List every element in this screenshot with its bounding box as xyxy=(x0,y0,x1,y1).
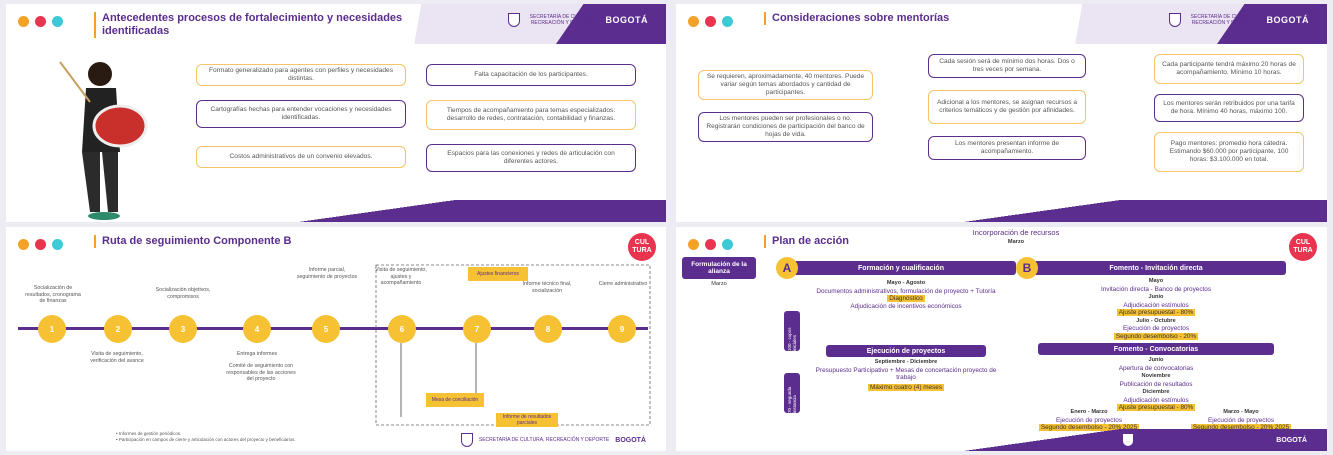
step-8: 8 xyxy=(534,315,562,343)
box-costos: Costos administrativos de un convenio el… xyxy=(196,146,406,168)
box-cartografias: Cartografías hechas para entender vocaci… xyxy=(196,100,406,128)
shield-icon xyxy=(1168,13,1181,27)
header-b: Fomento - Invitación directa xyxy=(1026,261,1286,275)
decor-dots xyxy=(688,16,733,27)
flow-connectors xyxy=(375,264,651,426)
decor-dots xyxy=(18,16,63,27)
shield-icon xyxy=(1121,433,1134,447)
yellow-box: Ajustes financieros xyxy=(468,267,528,281)
mentor-box: Los mentores pueden ser profesionales o … xyxy=(698,112,873,142)
yellow-box: Informe de resultados parciales xyxy=(496,413,558,427)
step-2: 2 xyxy=(104,315,132,343)
note-bottom: Visita de seguimiento, verificación del … xyxy=(90,351,144,364)
cultura-badge: CUL TURA xyxy=(628,233,656,261)
left-month: Marzo xyxy=(711,281,727,287)
col-a: Mayo - Agosto Documentos administrativos… xyxy=(816,280,996,310)
mentor-box: Cada participante tendrá máximo 20 horas… xyxy=(1154,54,1304,84)
note-bottom: Entrega informes xyxy=(236,351,278,357)
slide-title: Antecedentes procesos de fortalecimiento… xyxy=(94,12,424,38)
shield-icon xyxy=(460,433,473,447)
col-a2: Septiembre - Diciembre Presupuesto Parti… xyxy=(815,359,997,391)
note-top: Visita de seguimiento, ajustes y acompañ… xyxy=(375,267,427,286)
step-5: 5 xyxy=(312,315,340,343)
step-6: 6 xyxy=(388,315,416,343)
step-9: 9 xyxy=(608,315,636,343)
note-top: Informe parcial, seguimiento de proyecto… xyxy=(296,267,358,280)
col-b2: Junio Apertura de convocatorias Noviembr… xyxy=(1116,357,1196,411)
subheader-a: Ejecución de proyectos xyxy=(826,345,986,357)
note-top: Informe técnico final, socialización xyxy=(522,281,572,294)
header-a: Formación y cualificación xyxy=(786,261,1016,275)
note-top: Socialización de resultados, cronograma … xyxy=(25,285,81,304)
left-card: Formulación de la alianza xyxy=(682,257,756,279)
slide-title: Ruta de seguimiento Componente B xyxy=(94,235,291,248)
step-4: 4 xyxy=(243,315,271,343)
mentor-box: Se requieren, aproximadamente, 40 mentor… xyxy=(698,70,873,100)
cultura-badge: CUL TURA xyxy=(1289,233,1317,261)
vbar-a1: 100 - cupos iniciales xyxy=(784,311,800,351)
footnotes: • Informes de gestión periódicos. • Part… xyxy=(116,431,296,442)
mentor-box: Pago mentores: promedio hora cátedra. Es… xyxy=(1154,132,1304,172)
note-top: Cierre administrativo xyxy=(598,281,648,287)
box-formato: Formato generalizado para agentes con pe… xyxy=(196,64,406,86)
slide-plan-accion: Plan de acción Incorporación de recursos… xyxy=(676,227,1327,451)
top-label: Incorporación de recursos Marzo xyxy=(972,228,1060,245)
header-logos: SECRETARÍA DE CULTURA, RECREACIÓN Y DEPO… xyxy=(507,13,649,27)
footer-logos: SECRETARÍA DE CULTURA, RECREACIÓN Y DEPO… xyxy=(460,433,646,447)
slide-mentorias: Consideraciones sobre mentorías SECRETAR… xyxy=(676,4,1327,222)
mentor-box: Los mentores serán retribuidos por una t… xyxy=(1154,94,1304,122)
slide-ruta: Ruta de seguimiento Componente B CUL TUR… xyxy=(6,227,666,451)
col-b3-right: Marzo - Mayo Ejecución de proyectos Segu… xyxy=(1190,409,1292,431)
slide-antecedentes: Antecedentes procesos de fortalecimiento… xyxy=(6,4,666,222)
shield-icon xyxy=(507,13,520,27)
note-bottom: Comité de seguimiento con responsables d… xyxy=(226,363,296,382)
mentor-box: Adicional a los mentores, se asignan rec… xyxy=(928,90,1086,124)
step-7: 7 xyxy=(463,315,491,343)
header-logos: SECRETARÍA DE CULTURA, RECREACIÓN Y DEPO… xyxy=(1168,13,1310,27)
step-3: 3 xyxy=(169,315,197,343)
col-b: Mayo Invitación directa - Banco de proye… xyxy=(1100,278,1212,340)
slide-title: Consideraciones sobre mentorías xyxy=(764,12,949,25)
mentor-box: Cada sesión será de mínimo dos horas. Do… xyxy=(928,54,1086,78)
slide-title: Plan de acción xyxy=(764,235,849,248)
letter-b: B xyxy=(1016,257,1038,279)
step-1: 1 xyxy=(38,315,66,343)
footer-logos: SECRETARÍA DE CULTURA, RECREACIÓN Y DEPO… xyxy=(1121,433,1307,447)
decor-dots xyxy=(688,239,733,250)
vbar-a2: 70 - segunda instancia xyxy=(784,373,800,413)
decor-dots xyxy=(18,239,63,250)
note-top: Socialización objetivos, compromisos xyxy=(155,287,211,300)
mentor-box: Los mentores presentan informe de acompa… xyxy=(928,136,1086,160)
box-tiempos: Tiempos de acompañamiento para temas esp… xyxy=(426,100,636,130)
box-espacios: Espacios para las conexiones y redes de … xyxy=(426,144,636,172)
yellow-box: Mesa de conciliación xyxy=(426,393,484,407)
letter-a: A xyxy=(776,257,798,279)
subheader-b: Fomento - Convocatorias xyxy=(1038,343,1274,355)
col-b3-left: Enero - Marzo Ejecución de proyectos Seg… xyxy=(1038,409,1140,431)
drummer-photo xyxy=(59,61,148,220)
box-falta: Falta capacitación de los participantes. xyxy=(426,64,636,86)
